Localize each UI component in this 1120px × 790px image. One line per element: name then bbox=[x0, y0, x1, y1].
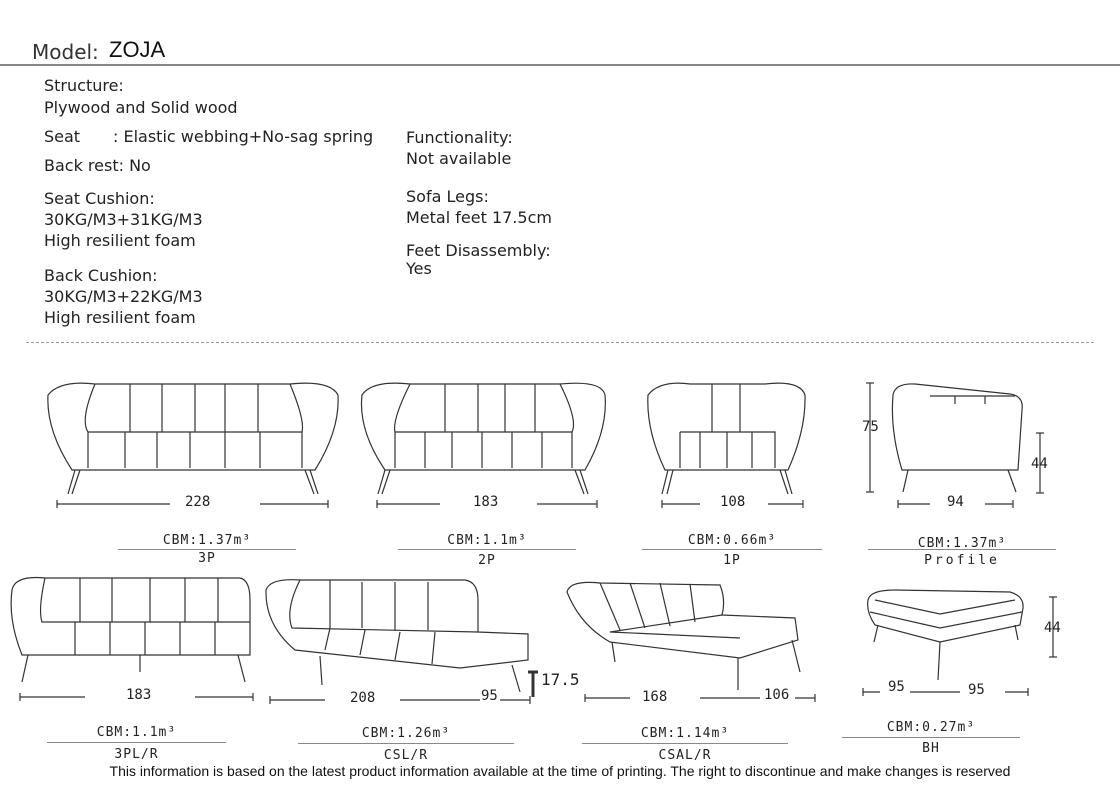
backrest: Back rest: No bbox=[44, 156, 151, 175]
feet-value: Yes bbox=[406, 259, 432, 278]
back-cushion-foam: High resilient foam bbox=[44, 308, 196, 327]
cbm-1p: CBM:0.66m³ bbox=[687, 533, 777, 548]
cbm-profile: CBM:1.37m³ bbox=[917, 536, 1007, 551]
model-label: Model: bbox=[32, 40, 99, 64]
cbm-2p: CBM:1.1m³ bbox=[447, 533, 527, 548]
dim-bh-width-2: 95 bbox=[968, 682, 985, 698]
cbm-3plr: CBM:1.1m³ bbox=[96, 725, 177, 740]
code-cslr: CSL/R bbox=[383, 748, 429, 763]
functionality-label: Functionality: bbox=[406, 128, 513, 147]
code-3p: 3P bbox=[198, 551, 216, 566]
seat-cushion-density: 30KG/M3+31KG/M3 bbox=[44, 210, 203, 229]
profile-drawing bbox=[891, 383, 1023, 493]
code-bh: BH bbox=[922, 741, 940, 756]
cbm-3p: CBM:1.37m³ bbox=[162, 533, 252, 548]
dim-cslr-leg: 17.5 bbox=[541, 670, 580, 689]
dim-profile-height: 75 bbox=[862, 419, 879, 435]
sofa-3p-drawing bbox=[47, 382, 339, 495]
caption-rule bbox=[842, 737, 1020, 738]
caption-rule bbox=[642, 549, 822, 550]
caption-rule bbox=[47, 742, 226, 743]
dim-csalr-chaise: 106 bbox=[764, 687, 790, 703]
dim-2p-width: 183 bbox=[473, 494, 499, 510]
functionality-value: Not available bbox=[406, 149, 512, 168]
header-rule bbox=[0, 64, 1120, 66]
sofa-3plr-drawing bbox=[10, 576, 251, 683]
caption-rule bbox=[398, 549, 576, 550]
seat-label: Seat bbox=[44, 127, 81, 146]
back-cushion-label: Back Cushion: bbox=[44, 266, 158, 285]
caption-rule bbox=[868, 549, 1056, 550]
sofa-cslr-drawing bbox=[265, 579, 529, 693]
code-csalr: CSAL/R bbox=[658, 748, 712, 763]
dim-3plr-width: 183 bbox=[126, 687, 152, 703]
dim-cslr-width: 208 bbox=[350, 690, 376, 706]
legs-label: Sofa Legs: bbox=[406, 187, 489, 206]
section-divider bbox=[26, 342, 1094, 343]
cbm-csalr: CBM:1.14m³ bbox=[640, 726, 730, 741]
dim-profile-depth: 94 bbox=[947, 494, 964, 510]
dim-profile-seat-height: 44 bbox=[1031, 456, 1048, 472]
dim-3p-width: 228 bbox=[185, 494, 211, 510]
sofa-1p-drawing bbox=[647, 382, 806, 495]
caption-rule bbox=[582, 743, 788, 744]
seat-value: : Elastic webbing+No-sag spring bbox=[113, 127, 374, 146]
dim-1p-width: 108 bbox=[720, 494, 746, 510]
code-2p: 2P bbox=[478, 553, 496, 568]
code-3plr: 3PL/R bbox=[114, 747, 159, 762]
seat-cushion-label: Seat Cushion: bbox=[44, 189, 155, 208]
legs-value: Metal feet 17.5cm bbox=[406, 208, 552, 227]
caption-rule bbox=[298, 743, 514, 744]
dim-bh-height: 44 bbox=[1044, 620, 1061, 636]
structure-label: Structure: bbox=[44, 76, 124, 95]
disclaimer: This information is based on the latest … bbox=[109, 763, 1011, 779]
cbm-bh: CBM:0.27m³ bbox=[886, 720, 976, 735]
cbm-cslr: CBM:1.26m³ bbox=[361, 726, 451, 741]
code-profile: Profile bbox=[924, 553, 1000, 568]
feet-label: Feet Disassembly: bbox=[406, 241, 551, 260]
ottoman-bh-drawing bbox=[867, 589, 1024, 681]
dim-cslr-chaise: 95 bbox=[481, 688, 498, 704]
structure-value: Plywood and Solid wood bbox=[44, 98, 238, 117]
sofa-2p-drawing bbox=[360, 382, 606, 495]
dim-bh-width-1: 95 bbox=[888, 679, 905, 695]
seat-cushion-foam: High resilient foam bbox=[44, 231, 196, 250]
model-name: ZOJA bbox=[109, 37, 166, 62]
sofa-csalr-drawing bbox=[566, 581, 801, 690]
code-1p: 1P bbox=[723, 553, 741, 568]
dim-csalr-width: 168 bbox=[642, 689, 668, 705]
back-cushion-density: 30KG/M3+22KG/M3 bbox=[44, 287, 203, 306]
caption-rule bbox=[118, 549, 296, 550]
